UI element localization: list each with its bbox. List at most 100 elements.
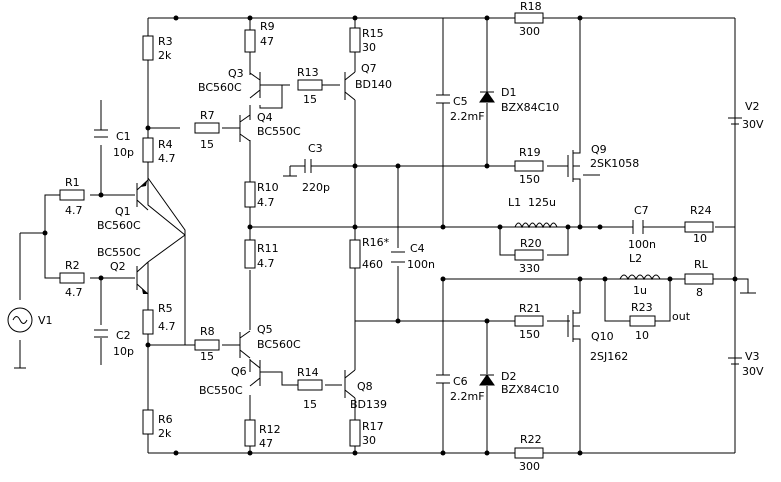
- value-r1: 4.7: [65, 204, 83, 217]
- type-q4: BC550C: [257, 125, 301, 138]
- type-d1: BZX84C10: [501, 101, 559, 114]
- value-r22: 300: [519, 460, 540, 473]
- value-r4: 4.7: [158, 152, 176, 165]
- label-v1: V1: [38, 314, 53, 327]
- label-r12: R12: [259, 423, 281, 436]
- label-r13: R13: [297, 66, 319, 79]
- capacitor-c6: [436, 374, 450, 384]
- value-r18: 300: [519, 25, 540, 38]
- label-q2: Q2: [110, 260, 126, 273]
- label-q5: Q5: [257, 323, 273, 336]
- zener-d2-icon: [479, 374, 495, 386]
- resistor-r7: [194, 122, 220, 134]
- label-q3: Q3: [228, 67, 244, 80]
- resistor-r5: [142, 309, 154, 335]
- label-r14: R14: [297, 366, 319, 379]
- mosfet-q10: [567, 300, 581, 345]
- label-r18: R18: [520, 0, 542, 13]
- value-r17: 30: [362, 434, 376, 447]
- value-c1: 10p: [113, 146, 134, 159]
- resistor-r13: [297, 79, 323, 91]
- type-q9: 2SK1058: [590, 157, 639, 170]
- label-d1: D1: [501, 86, 516, 99]
- value-c5: 2.2mF: [450, 110, 485, 123]
- type-q5: BC560C: [257, 338, 301, 351]
- transistor-q1: [136, 179, 149, 211]
- resistor-r14: [297, 379, 323, 391]
- value-r3: 2k: [158, 49, 172, 62]
- label-l2: L2: [629, 252, 642, 265]
- resistor-r11: [244, 239, 256, 269]
- label-c2: C2: [116, 329, 131, 342]
- resistor-rl: [684, 273, 714, 285]
- label-q4: Q4: [257, 111, 273, 124]
- value-c7: 100n: [628, 238, 656, 251]
- resistor-r8: [194, 339, 220, 351]
- label-r9: R9: [260, 20, 275, 33]
- value-r5: 4.7: [158, 320, 176, 333]
- resistor-r21: [514, 315, 544, 327]
- resistor-r4: [142, 137, 154, 163]
- value-c4: 100n: [407, 258, 435, 271]
- sources: [7, 117, 742, 365]
- resistor-r20: [514, 249, 544, 261]
- type-d2: BZX84C10: [501, 383, 559, 396]
- value-r12: 47: [259, 437, 273, 450]
- zener-diodes: [479, 91, 495, 386]
- mosfet-q9: [567, 130, 581, 190]
- value-r23: 10: [635, 329, 649, 342]
- label-q8: Q8: [357, 380, 373, 393]
- capacitor-c5: [436, 94, 450, 104]
- type-q10: 2SJ162: [590, 350, 628, 363]
- inductors: [500, 222, 661, 281]
- label-r21: R21: [519, 302, 541, 315]
- resistor-r19: [514, 160, 544, 172]
- inductor-l2: [619, 274, 661, 281]
- type-q1: BC560C: [97, 219, 141, 232]
- zener-d1-icon: [479, 91, 495, 103]
- capacitor-c1: [94, 129, 108, 138]
- junction-dots: [42, 15, 738, 456]
- label-r24: R24: [690, 204, 712, 217]
- value-l2: 1u: [633, 284, 647, 297]
- value-r21: 150: [519, 328, 540, 341]
- value-v3: 30V: [742, 365, 764, 378]
- label-r8: R8: [200, 325, 215, 338]
- battery-v2-icon: [728, 117, 742, 125]
- transistors: [136, 71, 356, 399]
- value-r6: 2k: [158, 427, 172, 440]
- value-r11: 4.7: [257, 257, 275, 270]
- value-c3: 220p: [302, 181, 330, 194]
- label-r1: R1: [65, 176, 80, 189]
- capacitor-c4: [391, 251, 405, 263]
- transistor-q3: [249, 72, 261, 99]
- resistor-r10: [244, 181, 256, 208]
- mosfets: [567, 130, 581, 345]
- label-q6: Q6: [231, 365, 247, 378]
- value-r13: 15: [303, 93, 317, 106]
- value-r10: 4.7: [257, 196, 275, 209]
- type-q7: BD140: [355, 78, 392, 91]
- value-r15: 30: [362, 41, 376, 54]
- label-r17: R17: [362, 420, 384, 433]
- label-v2: V2: [745, 100, 760, 113]
- label-c1: C1: [116, 130, 131, 143]
- label-r19: R19: [519, 146, 541, 159]
- label-c7: C7: [634, 204, 649, 217]
- label-out: out: [672, 310, 691, 323]
- label-r6: R6: [158, 413, 173, 426]
- value-r8: 15: [200, 350, 214, 363]
- inductor-l1: [500, 222, 568, 229]
- transistor-q6: [249, 359, 261, 387]
- label-r15: R15: [362, 27, 384, 40]
- resistor-r9: [244, 29, 256, 53]
- label-q10: Q10: [591, 330, 614, 343]
- transistor-q2: [136, 261, 149, 295]
- label-d2: D2: [501, 370, 516, 383]
- value-r24: 10: [693, 232, 707, 245]
- value-v2: 30V: [742, 118, 764, 131]
- resistor-r22: [514, 447, 544, 459]
- resistor-r1: [59, 189, 85, 201]
- label-r11: R11: [257, 242, 279, 255]
- value-rl: 8: [696, 286, 703, 299]
